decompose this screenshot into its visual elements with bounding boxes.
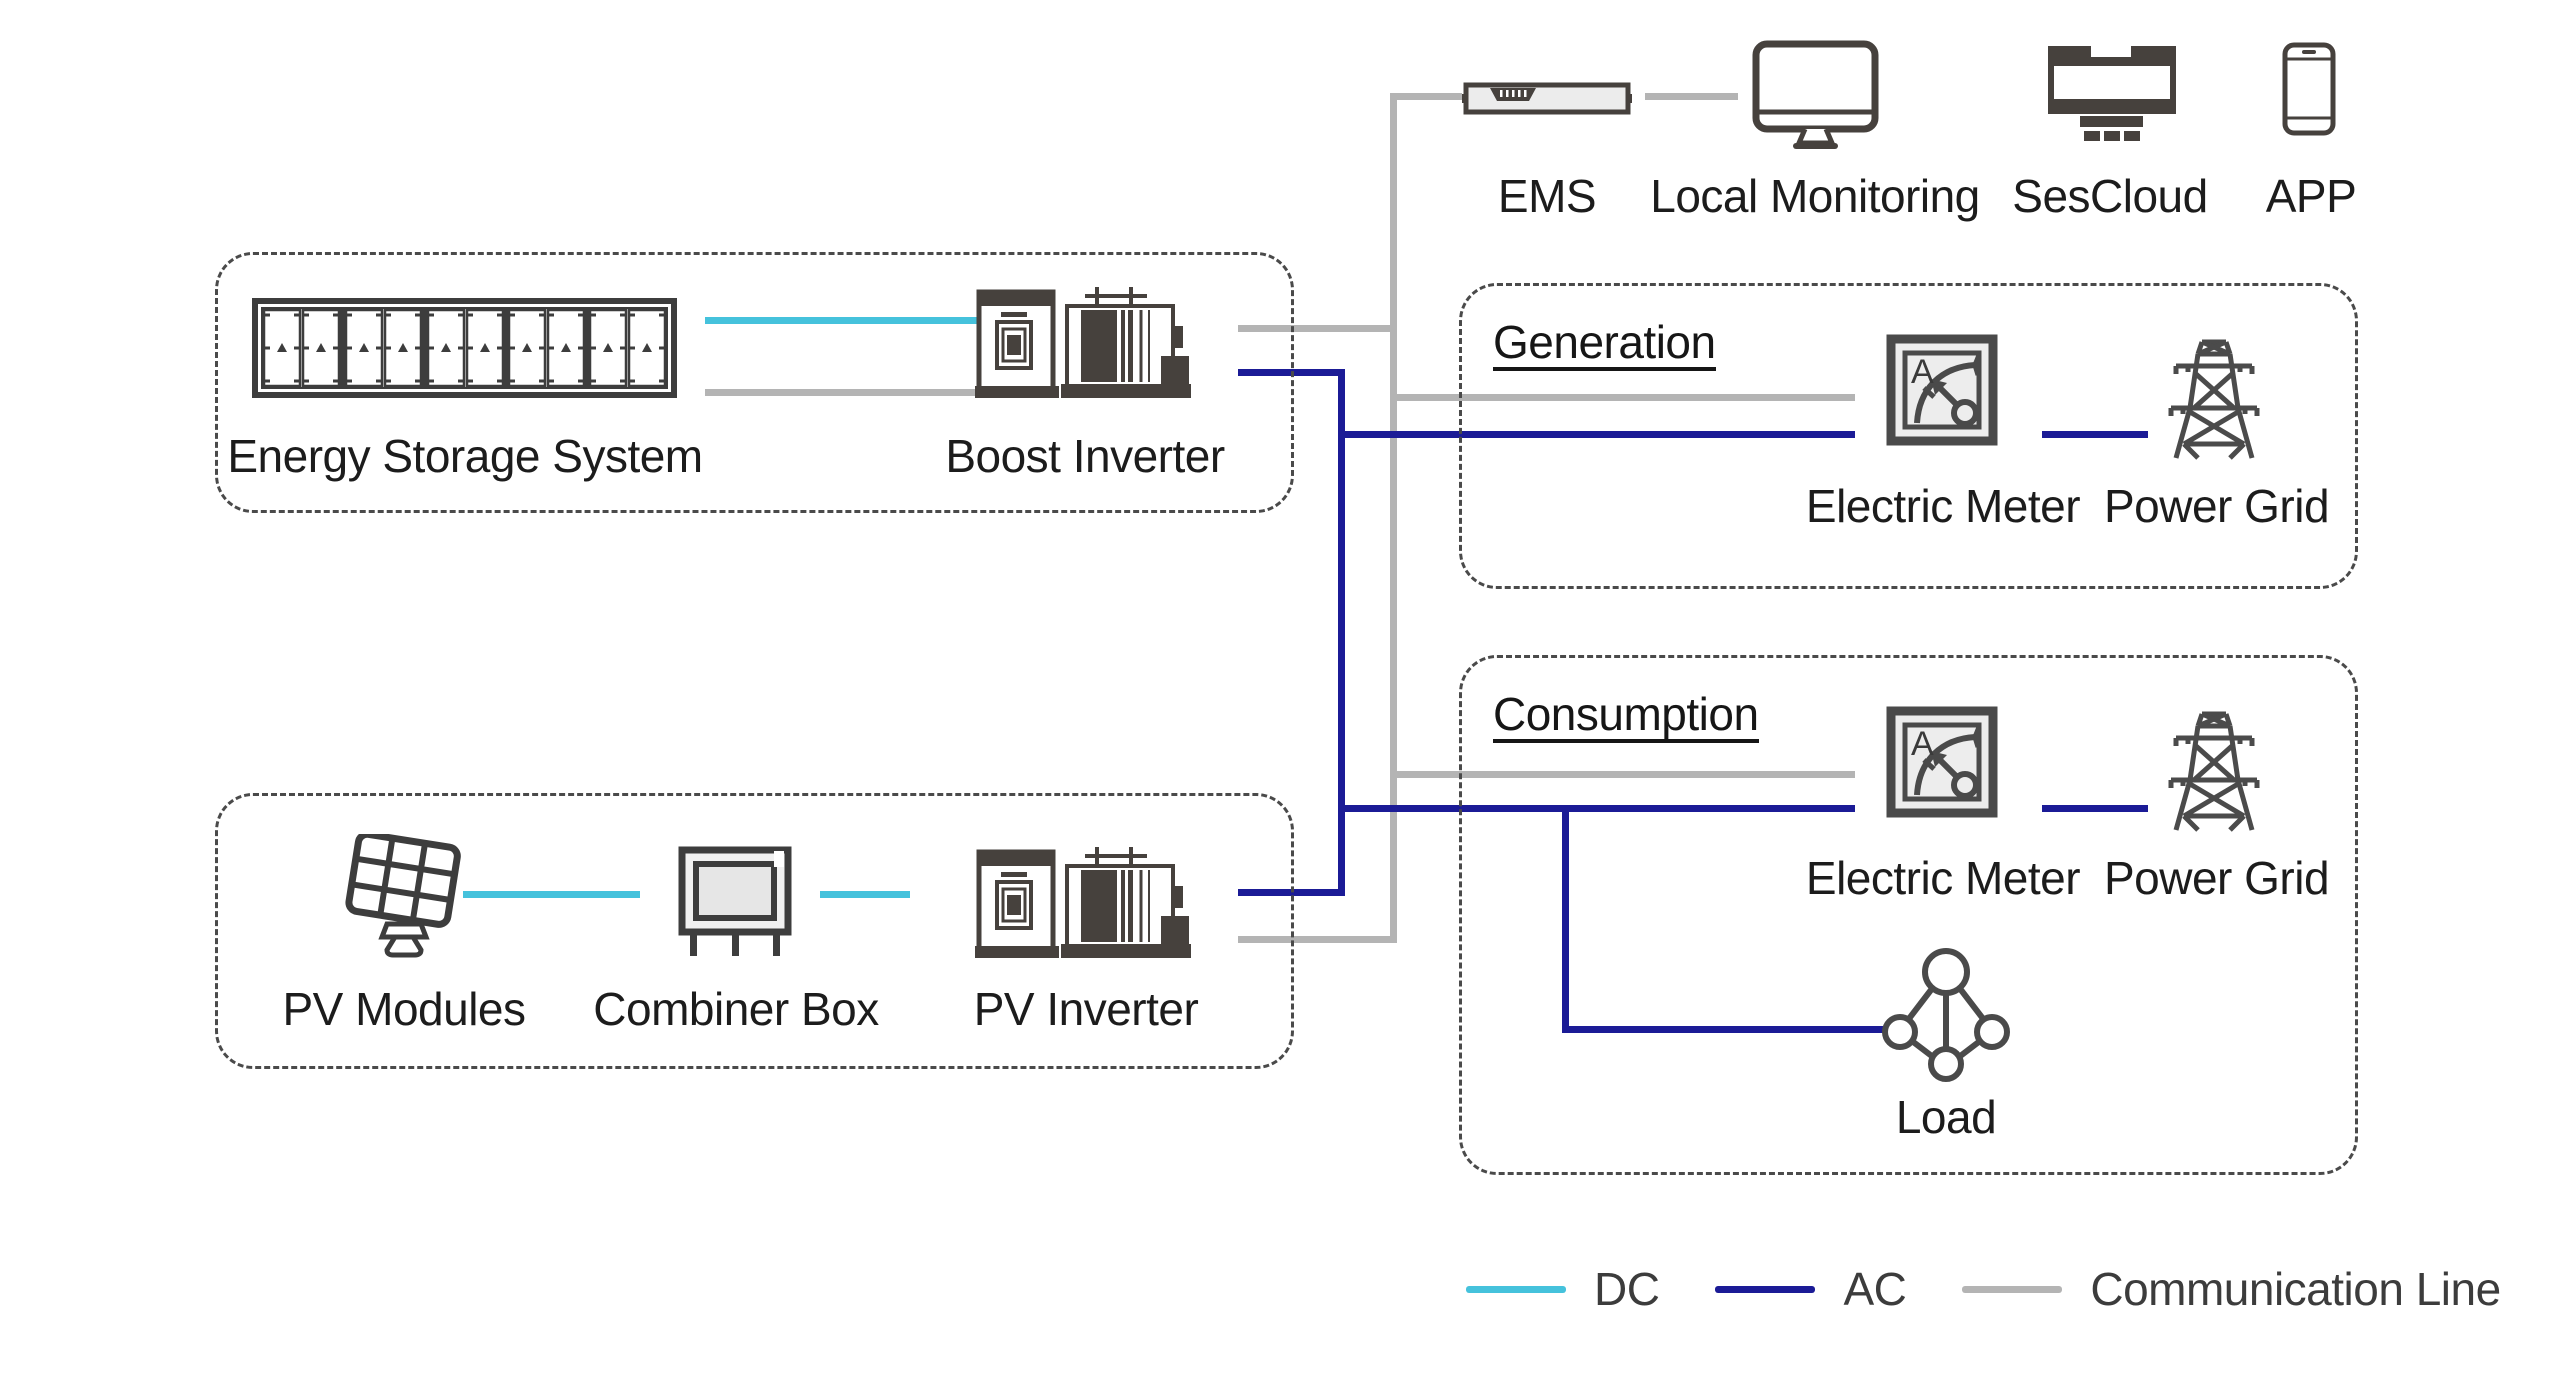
legend-item-communication: Communication Line [1962, 1262, 2501, 1316]
consumption-electric-meter-label: Electric Meter [1805, 852, 2081, 904]
communication-line-swatch [1962, 1285, 2063, 1293]
combiner-box-icon [678, 846, 792, 956]
dc-line-combiner-inverter [820, 891, 910, 898]
generation-group-box [1459, 283, 2358, 589]
comm-line-generation [1390, 394, 1855, 401]
legend: DC AC Communication Line [1466, 1262, 2557, 1316]
storage-group-box [215, 252, 1294, 513]
app-phone-icon [2282, 42, 2336, 136]
consumption-title: Consumption [1493, 691, 1759, 743]
ac-load-branch-horizontal [1562, 1026, 1886, 1033]
consumption-power-grid-icon [2168, 710, 2260, 834]
ac-line-generation [1338, 431, 1855, 438]
load-icon [1882, 948, 2010, 1082]
generation-power-grid-label: Power Grid [2103, 480, 2330, 532]
ems-label: EMS [1497, 170, 1597, 222]
sescloud-icon [2048, 46, 2176, 141]
ac-main-vertical-line [1338, 369, 1345, 896]
pv-group-box [215, 793, 1294, 1069]
communication-legend-label: Communication Line [2090, 1263, 2501, 1315]
comm-line-ess-inverter [705, 389, 1010, 396]
ac-load-branch-vertical [1562, 805, 1569, 1033]
ac-line-swatch [1715, 1285, 1816, 1293]
pv-modules-icon [345, 834, 461, 958]
dc-line-ess-inverter [705, 317, 1010, 324]
generation-title: Generation [1493, 319, 1716, 371]
local-monitoring-icon [1752, 40, 1879, 149]
load-label: Load [1895, 1091, 1997, 1143]
dc-line-swatch [1466, 1285, 1566, 1293]
generation-power-grid-icon [2168, 338, 2260, 462]
boost-inverter-label: Boost Inverter [945, 430, 1225, 482]
comm-line-consumption [1390, 771, 1855, 778]
sescloud-label: SesCloud [2012, 170, 2208, 222]
meter-a-letter: A [1911, 353, 1934, 391]
meter-a-letter: A [1911, 725, 1934, 763]
dc-legend-label: DC [1594, 1263, 1660, 1315]
consumption-power-grid-label: Power Grid [2103, 852, 2330, 904]
local-monitoring-label: Local Monitoring [1650, 170, 1980, 222]
energy-storage-label: Energy Storage System [227, 430, 703, 482]
generation-electric-meter-icon: A [1886, 334, 1998, 446]
ems-device-icon [1462, 82, 1632, 115]
comm-line-to-ems [1390, 93, 1462, 100]
pv-modules-label: PV Modules [282, 983, 526, 1035]
boost-inverter-icon [975, 284, 1197, 404]
ac-legend-label: AC [1843, 1263, 1907, 1315]
comm-line-boost-inverter [1238, 325, 1397, 332]
ac-line-genmeter-grid [2042, 431, 2148, 438]
comm-line-ems-monitor [1645, 93, 1738, 100]
legend-item-dc: DC [1466, 1262, 1660, 1316]
pv-inverter-icon [975, 844, 1197, 964]
consumption-group-box [1459, 655, 2358, 1175]
app-label: APP [2265, 170, 2357, 222]
legend-item-ac: AC [1715, 1262, 1907, 1316]
ac-line-consmeter-grid [2042, 805, 2148, 812]
comm-main-vertical-line [1390, 93, 1397, 943]
pv-inverter-label: PV Inverter [973, 983, 1199, 1035]
combiner-box-label: Combiner Box [593, 983, 879, 1035]
comm-line-pv-inverter [1238, 936, 1397, 943]
dc-line-pv-combiner [463, 891, 640, 898]
ac-line-consumption [1338, 805, 1855, 812]
generation-electric-meter-label: Electric Meter [1805, 480, 2081, 532]
consumption-electric-meter-icon: A [1886, 706, 1998, 818]
energy-storage-icon [252, 298, 677, 398]
